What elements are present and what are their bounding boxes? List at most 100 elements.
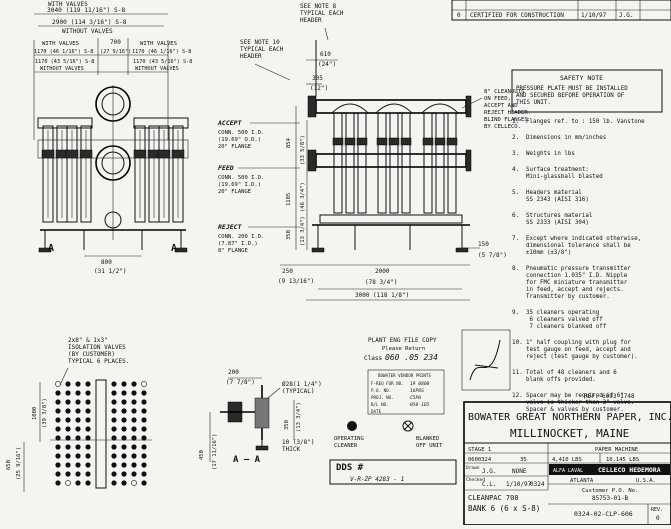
operating-cleaner [65,462,71,468]
operating-cleaner [131,381,137,387]
operating-cleaner [111,399,117,405]
plan-view: 2x8" & 1x3"ISOLATION VALVES(BY CUSTOMER)… [6,337,152,492]
dim-bottom: 800 [101,259,112,266]
safety-note: SAFETY NOTE PRESSURE PLATE MUST BE INSTA… [511,69,663,113]
side-cleaner-valve [400,137,412,146]
with-valves-right-label: WITH VALVES [140,41,177,47]
dim-1185: 1185 [286,193,292,206]
operating-cleaner [131,462,137,468]
operating-cleaner [141,426,147,432]
dim-mid-350-in: (13 3/4") [296,402,302,432]
operating-cleaner [75,408,81,414]
operating-cleaner [131,426,137,432]
title-block: REF. 6093 1748 BOWATER GREAT NORTHERN PA… [463,393,671,526]
operating-cleaner [111,426,117,432]
operating-cleaner [55,444,61,450]
rev-date: 1/10/97 [581,12,607,19]
dim-650: 650 [6,460,12,470]
operating-cleaner [85,417,91,423]
side-cleaner-valve [332,137,344,146]
with-valves-left-label: WITH VALVES [42,41,79,47]
order-number: 0600324 [468,457,492,463]
operating-cleaner [75,444,81,450]
cleaner-body [80,125,92,223]
company-name: CELLECO HEDEMORA [598,466,661,474]
operating-cleaner [55,408,61,414]
operating-cleaner [141,444,147,450]
vendor-line-label: F-REQ FOR NO. [371,381,404,386]
note-number: 8. [512,265,519,272]
side-cleaner [333,112,343,214]
vendor-line-label: B/L NO. [371,402,389,407]
operating-cleaner [75,435,81,441]
operating-cleaner [65,381,71,387]
note-text: Spacer may be required if 6"valve is thi… [526,393,634,413]
paper-machine: PAPER MACHINE [595,447,638,453]
dim-3000: 3000 (118 1/8") [355,292,409,299]
note-number: 9. [512,309,519,316]
weight-empty: 4,410 LBS [552,457,582,463]
product: CLEANPAC 700 [468,494,519,502]
cleaner-body [172,125,184,223]
side-cleaner-top [331,103,369,114]
vendor-line-value: 050-1D5 [410,402,430,408]
operating-cleaner [65,399,71,405]
cleaner-valve [133,149,147,159]
side-cleaner [357,112,367,214]
note-number: 2. [512,134,519,141]
section-a-right: A [171,243,177,254]
safety-title: SAFETY NOTE [560,74,603,82]
reject-label: REJECT [218,223,243,231]
dim-305-in: (12") [310,85,328,92]
isolation-note: 2x8" & 1x3"ISOLATION VALVES(BY CUSTOMER)… [68,337,129,365]
stamp-title: PLANT ENG FILE COPY [368,337,437,344]
operating-cleaner [75,426,81,432]
note-text: Weights in lbs [526,151,575,157]
operating-cleaner [111,480,117,486]
front-view-cleaners [37,117,189,223]
operating-cleaner [85,444,91,450]
operating-cleaner [141,417,147,423]
operating-cleaner [75,453,81,459]
operating-cleaner [75,480,81,486]
vendor-line-label: PROJ. NO. [371,395,394,400]
operating-cleaner [141,480,147,486]
plan-cleaner-grid [50,379,152,489]
side-cleaner [435,112,445,214]
vendor-line-label: DATE [371,409,382,414]
note-text: 35 cleaners operating 6 cleaners valved … [526,310,607,330]
operating-cleaner [121,408,127,414]
operating-cleaner [131,453,137,459]
cleaner-valve [171,149,185,159]
operating-cleaner [85,390,91,396]
operating-cleaner [131,417,137,423]
operating-cleaner [55,480,61,486]
operating-cleaner [65,426,71,432]
note-number: 1. [512,118,519,125]
side-cleaner-valve [376,137,388,146]
general-notes: 1.Flanges ref. to : 150 lb. Vanstone2.Di… [512,118,645,413]
operating-cleaner [131,435,137,441]
rev-number: 0 [457,12,461,19]
operating-cleaner [121,390,127,396]
customer-po: 85753-01-B [592,495,629,502]
operating-cleaner [65,471,71,477]
operating-cleaner [85,480,91,486]
revision-table: 0 CERTIFIED FOR CONSTRUCTION 1/10/97 J.G… [451,0,671,21]
operating-cleaner [75,471,81,477]
side-cleaner-top [375,103,413,114]
side-cleaner [389,112,399,214]
operating-cleaner [85,453,91,459]
feed-label: FEED [218,164,234,172]
with-valves-top-label: WITH VALVES [48,1,88,8]
dim-200-in: (7 7/8") [226,379,255,386]
accept-detail: CONN. 500 I.D.(19.69" O.D.)20" FLANGE [218,130,264,150]
client-name: BOWATER GREAT NORTHERN PAPER, INC. [468,412,671,423]
side-cleaner-valve [446,137,458,146]
company-city: ATLANTA [570,478,594,484]
file-copy-stamp: PLANT ENG FILE COPY Please Return Class … [364,337,445,415]
